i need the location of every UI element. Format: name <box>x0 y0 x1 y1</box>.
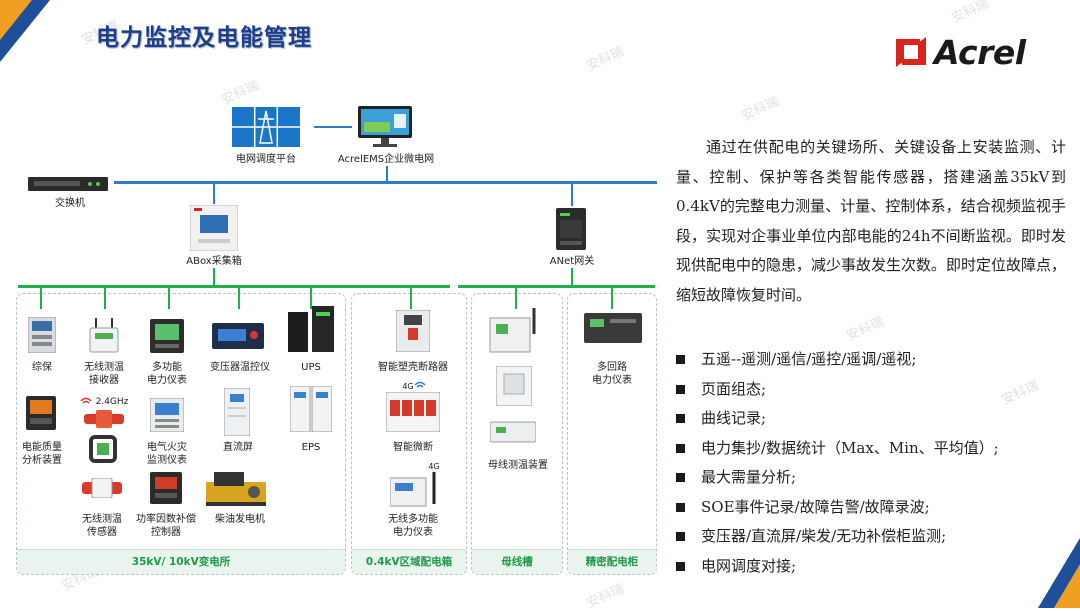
brand-logo: Acrel <box>894 32 1026 72</box>
abox-link-line <box>213 182 215 204</box>
wireless-multifunction-meter-icon <box>389 470 442 512</box>
substation-panel: 35kV/ 10kV变电所 <box>16 293 346 575</box>
eps-label: EPS <box>301 442 321 453</box>
cabinet-title: 精密配电柜 <box>568 549 656 574</box>
watermark: 安科瑞 <box>219 78 262 109</box>
grid-dispatch-platform-label: 电网调度平台 <box>236 154 296 165</box>
smart-mcb-icon <box>385 391 441 436</box>
power-factor-controller-label: 功率因数补偿 控制器 <box>136 514 196 538</box>
bullet-square-icon <box>676 384 685 394</box>
watermark: 安科瑞 <box>949 0 992 27</box>
power-quality-analyzer-label: 电能质量 分析装置 <box>22 442 62 466</box>
busway-module-icon <box>489 418 537 448</box>
field-bus-right <box>458 285 655 288</box>
busway-title: 母线槽 <box>472 549 562 574</box>
wireless-temp-sensor-label: 无线测温 传感器 <box>82 514 122 538</box>
power-quality-analyzer-icon <box>26 396 56 434</box>
list-item: 五遥--遥测/遥信/遥控/遥调/遥视; <box>676 345 1076 375</box>
top-link-line <box>314 126 352 128</box>
watermark: 安科瑞 <box>844 314 887 345</box>
busway-panel: 母线槽 <box>471 293 563 575</box>
anet-link-line <box>571 182 573 206</box>
watermark: 安科瑞 <box>584 44 627 75</box>
list-item: 曲线记录; <box>676 404 1076 434</box>
abox-label: ABox采集箱 <box>186 256 242 267</box>
transformer-temp-controller-label: 变压器温控仪 <box>210 362 270 373</box>
bullet-square-icon <box>676 355 685 365</box>
busway-temp-device-icon <box>488 308 540 358</box>
ups-label: UPS <box>301 362 321 373</box>
brand-name: Acrel <box>934 32 1026 72</box>
substation-title: 35kV/ 10kV变电所 <box>17 549 345 574</box>
dc-panel-label: 直流屏 <box>223 442 253 453</box>
list-item: 电网调度对接; <box>676 552 1076 582</box>
description-text: 通过在供配电的关键场所、关键设备上安装监测、计量、控制、保护等各类智能传感器，搭… <box>676 138 1067 304</box>
distribution-box-panel: 0.4kV区域配电箱 <box>351 293 467 575</box>
feature-list: 五遥--遥测/遥信/遥控/遥调/遥视; 页面组态; 曲线记录; 电力集抄/数据统… <box>676 345 1076 581</box>
diesel-generator-icon <box>206 468 266 510</box>
protection-relay-label: 综保 <box>32 362 52 373</box>
wireless-multifunction-meter-label: 无线多功能 电力仪表 <box>388 514 438 538</box>
grid-dispatch-platform-icon <box>232 107 300 151</box>
bullet-square-icon <box>676 532 685 542</box>
watermark: 安科瑞 <box>739 94 782 125</box>
multi-circuit-meter-label: 多回路 电力仪表 <box>592 362 632 386</box>
ups-icon <box>288 306 334 356</box>
bullet-square-icon <box>676 561 685 571</box>
temp-sensor-red-icon <box>84 410 124 432</box>
ems-label: AcrelEMS企业微电网 <box>337 154 435 165</box>
molded-case-breaker-icon <box>395 309 431 356</box>
watermark: 安科瑞 <box>584 581 627 611</box>
switch-icon <box>28 176 108 195</box>
wireless-signal-icon <box>414 381 426 388</box>
bullet-square-icon <box>676 473 685 483</box>
multifunction-meter-label: 多功能 电力仪表 <box>147 362 187 386</box>
frequency-label: 2.4GHz <box>95 397 129 407</box>
list-item: 变压器/直流屏/柴发/无功补偿柜监测; <box>676 522 1076 552</box>
anet-label: ANet网关 <box>549 256 595 267</box>
corner-decoration-bottom-right-accent <box>1054 564 1080 608</box>
field-bus-left <box>18 285 450 288</box>
signal-4g-label: 4G <box>402 382 414 391</box>
diesel-generator-label: 柴油发电机 <box>215 514 265 525</box>
smart-mcb-label: 智能微断 <box>393 442 433 453</box>
bullet-square-icon <box>676 502 685 512</box>
power-factor-controller-icon <box>150 472 182 508</box>
electrical-fire-monitor-label: 电气火灾 监测仪表 <box>147 442 187 466</box>
transformer-temp-controller-icon <box>212 323 264 353</box>
molded-case-breaker-label: 智能塑壳断路器 <box>378 362 448 373</box>
wireless-temp-sensor-icon <box>82 477 122 502</box>
temp-sensor-clamp-icon <box>88 434 118 468</box>
dc-panel-icon <box>223 387 251 440</box>
anet-gateway-icon <box>556 208 586 254</box>
ems-monitor-icon <box>358 106 412 152</box>
protection-relay-icon <box>27 316 57 357</box>
cabinet-panel: 精密配电柜 <box>567 293 657 575</box>
page-title: 电力监控及电能管理 <box>96 25 312 51</box>
corner-decoration-top-left-accent <box>0 0 32 40</box>
electrical-fire-monitor-icon <box>149 397 185 436</box>
bullet-square-icon <box>676 414 685 424</box>
wireless-temp-receiver-label: 无线测温 接收器 <box>84 362 124 386</box>
wireless-temp-receiver-icon <box>88 318 120 358</box>
ems-drop-line <box>386 166 388 182</box>
list-item: SOE事件记录/故障告警/故障录波; <box>676 493 1076 523</box>
eps-icon <box>289 385 333 436</box>
switch-label: 交换机 <box>55 198 85 209</box>
ethernet-bus <box>114 181 657 184</box>
signal-4g-label-2: 4G <box>428 462 440 471</box>
busway-sensor-icon <box>495 365 533 410</box>
multi-circuit-meter-icon <box>584 313 642 347</box>
bullet-square-icon <box>676 443 685 453</box>
list-item: 页面组态; <box>676 375 1076 405</box>
list-item: 电力集抄/数据统计（Max、Min、平均值）; <box>676 434 1076 464</box>
multifunction-meter-icon <box>150 319 184 357</box>
acrel-logo-icon <box>896 37 926 67</box>
wireless-signal-icon <box>80 397 92 404</box>
distribution-box-title: 0.4kV区域配电箱 <box>352 549 466 574</box>
abox-icon <box>189 204 239 255</box>
list-item: 最大需量分析; <box>676 463 1076 493</box>
busway-temp-device-label: 母线测温装置 <box>488 460 548 471</box>
